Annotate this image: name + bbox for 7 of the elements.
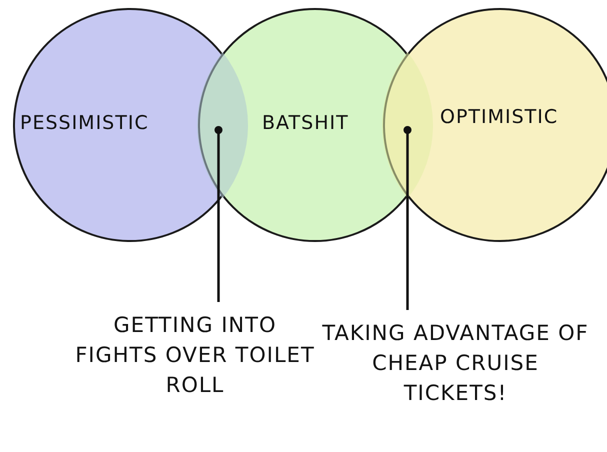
circle-label: OPTIMISTIC: [440, 106, 558, 128]
callout-text: GETTING INTO FIGHTS OVER TOILET ROLL: [74, 312, 316, 399]
circle-label: PESSIMISTIC: [20, 112, 149, 134]
leader-line: [404, 126, 412, 310]
callout-text: TAKING ADVANTAGE OF CHEAP CRUISE TICKETS!: [321, 320, 590, 407]
leader-line: [214, 126, 222, 302]
circle-label: BATSHIT: [262, 112, 349, 134]
